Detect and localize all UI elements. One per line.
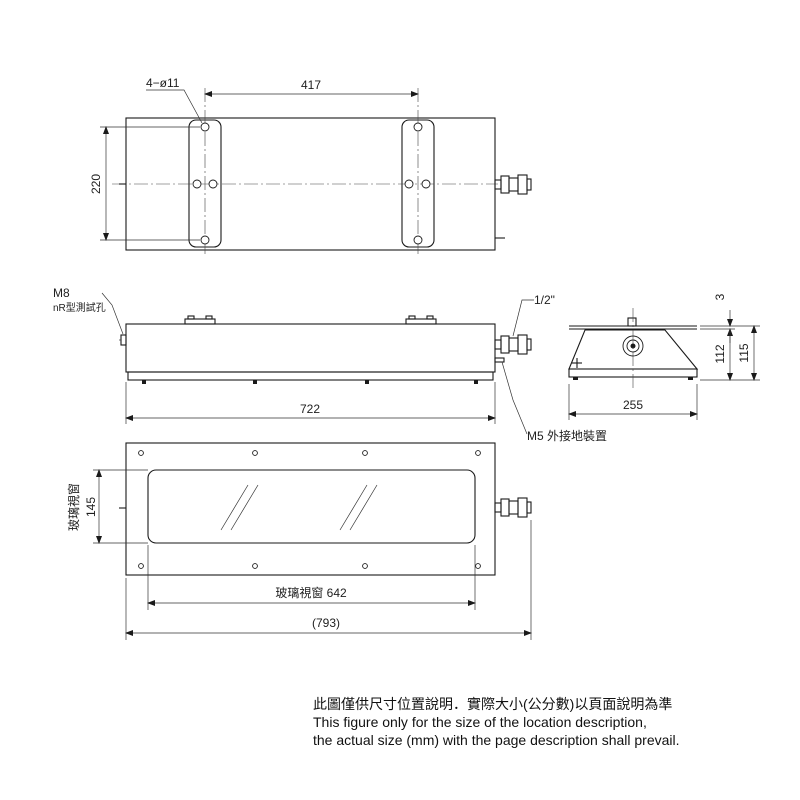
glass-glare-icon (220, 484, 249, 531)
side-bracket-left (184, 315, 216, 325)
note-chinese: 此圖僅供尺寸位置說明．實際大小(公分數)以頁面說明為準 (313, 696, 673, 712)
side-bracket-right (405, 315, 437, 325)
bolt-hole-icon (208, 179, 218, 189)
side-view: M8 nR型測試孔 1/2" M5 外接地裝置 722 (53, 286, 607, 443)
screw-icon (475, 563, 481, 569)
bolt-hole-icon (404, 179, 414, 189)
bolt-hole-icon (192, 179, 202, 189)
dim-holes: 4−ø11 (146, 76, 180, 90)
screw-icon (362, 563, 368, 569)
mount-hole-icon (413, 235, 423, 245)
label-m8: M8 (53, 286, 70, 300)
end-view-test-port-icon (572, 358, 582, 368)
mount-hole-icon (413, 122, 423, 132)
glass-window (147, 469, 476, 544)
foot-icon (474, 380, 478, 384)
foot-icon (365, 380, 369, 384)
dim-3: 3 (713, 293, 727, 300)
dim-793: (793) (312, 616, 340, 630)
dim-145: 145 (84, 497, 98, 517)
side-view-body (125, 323, 496, 373)
m5-ground-icon (494, 357, 505, 363)
screw-icon (138, 563, 144, 569)
top-view: 417 4−ø11 220 (89, 76, 532, 254)
label-window-horizontal: 玻璃視窗 642 (275, 585, 347, 600)
screw-icon (252, 450, 258, 456)
end-view-top-bolt-icon (627, 317, 637, 327)
screw-icon (252, 563, 258, 569)
screw-icon (138, 450, 144, 456)
m8-leader (101, 292, 124, 335)
side-gland-icon (494, 334, 532, 355)
foot-icon (253, 380, 257, 384)
mount-hole-icon (200, 235, 210, 245)
dim-holes-leader (146, 89, 203, 124)
pipe-leader (512, 299, 534, 337)
drawing-notes: 此圖僅供尺寸位置說明．實際大小(公分數)以頁面說明為準 This figure … (313, 695, 793, 749)
label-window-vertical: 玻璃視窗 (66, 483, 81, 531)
note-english-2: the actual size (mm) with the page descr… (313, 732, 680, 748)
test-port-icon (119, 334, 127, 346)
m5-leader (501, 361, 528, 435)
screw-icon (362, 450, 368, 456)
glass-glare-icon (349, 484, 378, 531)
label-nr-test-port: nR型測試孔 (53, 301, 106, 314)
glass-glare-icon (230, 484, 259, 531)
dim-220: 220 (89, 174, 103, 194)
front-view-body (125, 442, 496, 576)
front-gland-icon (494, 497, 532, 518)
front-view: 145 玻璃視窗 玻璃視窗 642 (793) (66, 442, 532, 640)
label-pipe-size: 1/2" (534, 293, 555, 307)
dim-115: 115 (737, 343, 751, 362)
end-view: 3 112 115 255 (568, 293, 760, 420)
mount-hole-icon (200, 122, 210, 132)
dim-112: 112 (713, 344, 727, 363)
screw-icon (475, 450, 481, 456)
note-english-1: This figure only for the size of the loc… (313, 714, 647, 730)
side-view-base-plate (127, 371, 494, 381)
label-m5-text: M5 外接地裝置 (527, 428, 607, 443)
bolt-hole-icon (421, 179, 431, 189)
foot-icon (142, 380, 146, 384)
foot-icon (688, 377, 693, 380)
dim-417: 417 (301, 78, 321, 92)
foot-icon (573, 377, 578, 380)
cable-gland-icon (494, 174, 532, 195)
dim-722: 722 (300, 402, 320, 416)
dim-255: 255 (623, 398, 643, 412)
label-m5: M5 外接地裝置 (527, 428, 607, 443)
glass-glare-icon (339, 484, 368, 531)
